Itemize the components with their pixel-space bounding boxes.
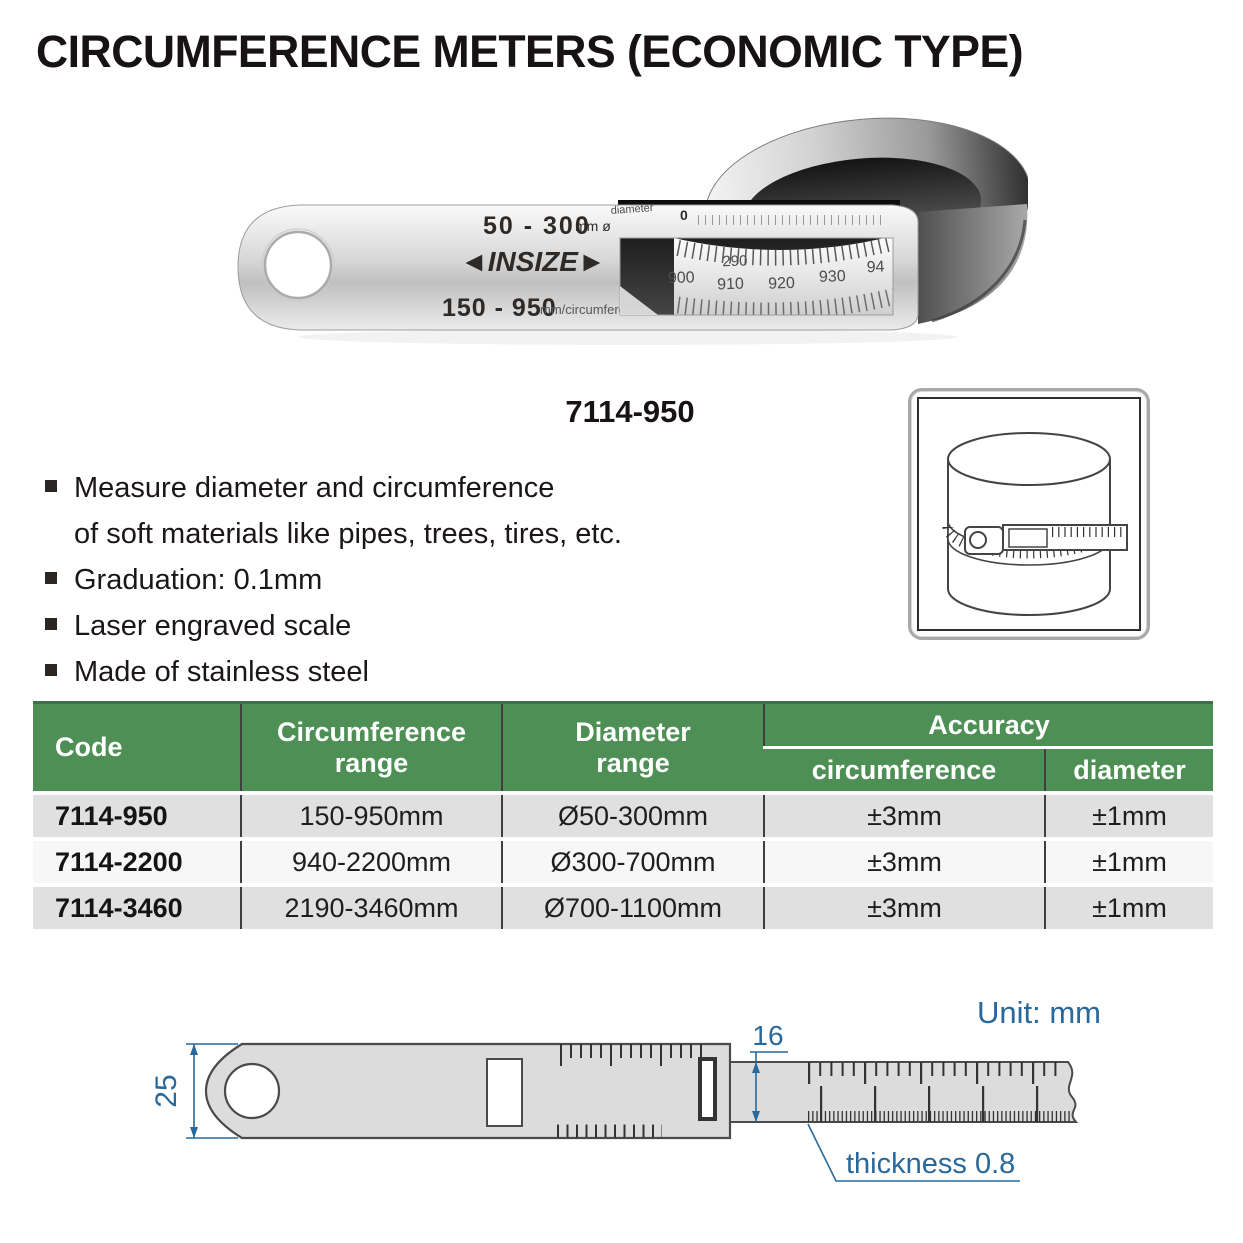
- header-diameter-range: Diameter range: [501, 701, 764, 793]
- drawing-band: [729, 1061, 1079, 1123]
- dial-diameter-value: 290: [722, 252, 748, 270]
- thickness-label: thickness 0.8: [846, 1148, 1015, 1180]
- bullet-square-icon: [45, 480, 57, 492]
- cell-diameter-range: Ø300-700mm: [501, 839, 764, 885]
- application-diagram: [942, 432, 1128, 616]
- cell-code: 7114-2200: [55, 846, 183, 877]
- dim-band-label: 16: [752, 1020, 783, 1051]
- insize-logo: ◄INSIZE►: [460, 246, 606, 277]
- drawing-narrow-slot: [698, 1057, 717, 1121]
- cell-accuracy-diameter: ±1mm: [1044, 885, 1213, 929]
- cell-diameter-range: Ø700-1100mm: [501, 885, 764, 929]
- dial-value: 94: [866, 259, 884, 277]
- bullet-square-icon: [45, 664, 57, 676]
- handle-circumference-range: 150 - 950: [442, 294, 557, 322]
- cell-circumference-range: 150-950mm: [240, 793, 502, 839]
- product-photo: 290 900 910 920 930 94 50 - 300 mm ø dia…: [237, 117, 1028, 345]
- feature-item: Measure diameter and circumference: [45, 466, 905, 512]
- dial-value: 920: [768, 275, 795, 293]
- handle-zero-mark: 0: [680, 207, 688, 223]
- cell-code: 7114-950: [55, 800, 168, 831]
- drawing-slot: [486, 1058, 523, 1127]
- dimension-drawing: 25 16 thickness 0.8 Unit: mm: [150, 995, 1101, 1182]
- dial-value: 910: [717, 276, 744, 294]
- table-row: 7114-950 150-950mm Ø50-300mm ±3mm ±1mm: [33, 793, 1213, 839]
- hanging-hole: [263, 230, 333, 300]
- bullet-square-icon: [45, 618, 57, 630]
- dial-value: 900: [668, 269, 695, 287]
- header-accuracy-diameter: diameter: [1044, 747, 1213, 793]
- header-circumference-range: Circumference range: [240, 701, 502, 793]
- cell-accuracy-diameter: ±1mm: [1044, 839, 1213, 885]
- dial-value: 930: [819, 268, 846, 286]
- handle-diameter-unit: mm ø: [575, 218, 611, 234]
- unit-label: Unit: mm: [977, 995, 1101, 1030]
- dimension-25: [186, 1043, 238, 1139]
- dial-scale: 290 900 910 920 930 94: [668, 234, 900, 320]
- cell-circumference-range: 940-2200mm: [240, 839, 502, 885]
- handle-diameter-range: 50 - 300: [483, 212, 591, 240]
- model-number: 7114-950: [565, 394, 695, 429]
- spec-table-header: Code Circumference range Diameter range …: [33, 701, 1213, 793]
- header-accuracy: Accuracy: [763, 701, 1213, 749]
- thickness-leader: [807, 1123, 1020, 1182]
- header-accuracy-circumference: circumference: [764, 747, 1045, 793]
- cell-accuracy-diameter: ±1mm: [1044, 793, 1213, 839]
- spec-table: Code Circumference range Diameter range …: [33, 701, 1213, 929]
- table-row: 7114-3460 2190-3460mm Ø700-1100mm ±3mm ±…: [33, 885, 1213, 929]
- cell-code: 7114-3460: [55, 892, 183, 923]
- drawing-hole: [223, 1062, 281, 1120]
- feature-item: Made of stainless steel: [45, 650, 905, 696]
- coil-wrap: [918, 204, 1028, 324]
- application-diagram-box: [908, 388, 1150, 640]
- application-diagram-frame: [917, 397, 1141, 631]
- cell-diameter-range: Ø50-300mm: [501, 793, 764, 839]
- bullet-square-icon: [45, 572, 57, 584]
- header-code: Code: [33, 701, 241, 793]
- cell-accuracy-circumference: ±3mm: [763, 793, 1045, 839]
- drawing-body: [204, 1042, 732, 1140]
- feature-item: Graduation: 0.1mm: [45, 558, 905, 604]
- feature-list: Measure diameter and circumference of so…: [45, 466, 905, 696]
- handle-diameter-word: diameter: [610, 202, 654, 217]
- feature-item-continued: of soft materials like pipes, trees, tir…: [74, 518, 622, 550]
- cell-accuracy-circumference: ±3mm: [763, 839, 1045, 885]
- cell-circumference-range: 2190-3460mm: [240, 885, 502, 929]
- table-row: 7114-2200 940-2200mm Ø300-700mm ±3mm ±1m…: [33, 839, 1213, 885]
- page-title: CIRCUMFERENCE METERS (ECONOMIC TYPE): [36, 26, 1024, 77]
- cell-accuracy-circumference: ±3mm: [763, 885, 1045, 929]
- dim-height-label: 25: [150, 1074, 183, 1107]
- feature-item: Laser engraved scale: [45, 604, 905, 650]
